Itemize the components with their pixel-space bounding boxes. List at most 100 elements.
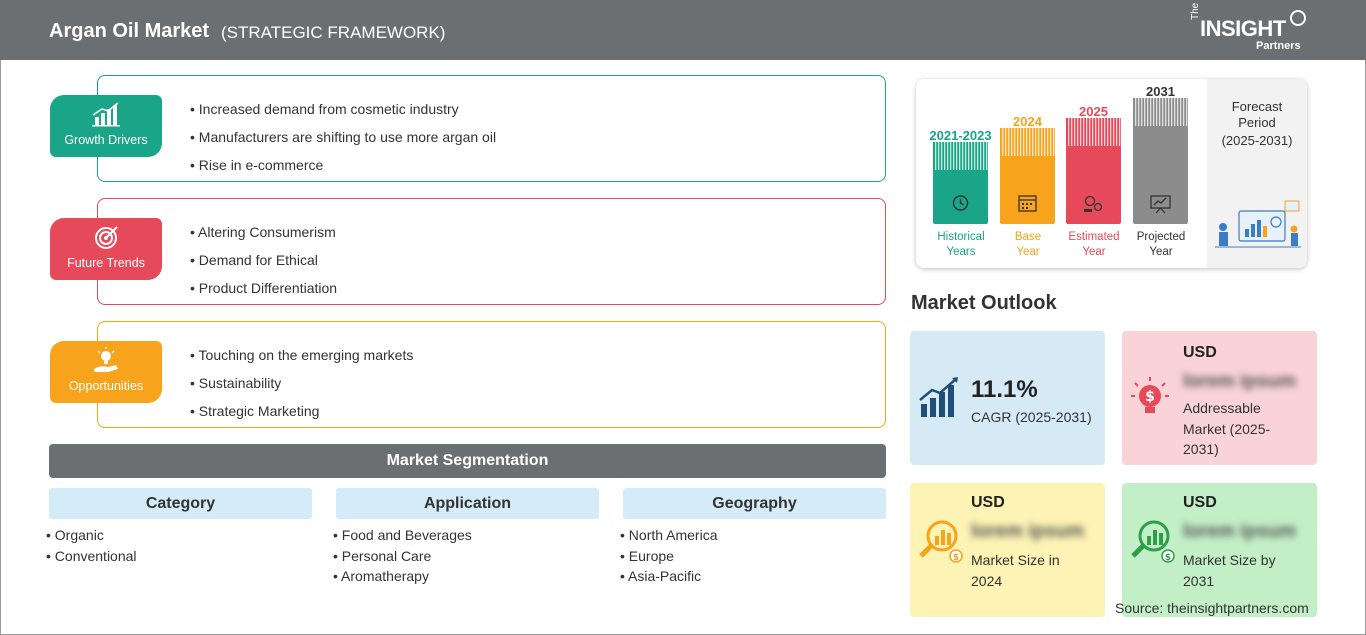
growth-drivers-box: Increased demand from cosmetic industry … xyxy=(97,75,886,182)
market-outlook-title: Market Outlook xyxy=(911,292,1057,314)
list-item: Personal Care xyxy=(333,546,472,567)
segment-heading-application: Application xyxy=(336,488,599,519)
opportunities-label: Opportunities xyxy=(68,379,144,393)
future-trends-box: Altering Consumerism Demand for Ethical … xyxy=(97,198,886,305)
growth-chart-icon xyxy=(919,377,958,417)
source-credit[interactable]: Source: theinsightpartners.com xyxy=(1115,600,1309,616)
segment-heading-geography: Geography xyxy=(623,488,886,519)
opportunities-box: Touching on the emerging markets Sustain… xyxy=(97,321,886,428)
timeline-year: 2031 xyxy=(1146,84,1175,99)
cagr-label: CAGR (2025-2031) xyxy=(971,409,1092,425)
timeline-label-line2: Year xyxy=(1016,246,1040,258)
svg-text:$: $ xyxy=(953,553,959,563)
target-icon xyxy=(95,226,118,249)
size2024-label: Market Size in 2024 xyxy=(971,550,1060,591)
addressable-value: lorem ipsum xyxy=(1183,371,1296,392)
forecast-title-line1: Forecast xyxy=(1231,99,1283,114)
list-item: Strategic Marketing xyxy=(190,397,413,425)
lightbulb-hand-icon xyxy=(94,347,118,372)
size2031-label: Market Size by 2031 xyxy=(1183,550,1276,591)
forecast-period-years: (2025-2031) xyxy=(1221,133,1293,148)
timeline-year: 2024 xyxy=(1013,114,1042,129)
list-item: Altering Consumerism xyxy=(190,218,337,246)
list-item: Food and Beverages xyxy=(333,525,472,546)
list-item: Manufacturers are shifting to use more a… xyxy=(190,123,496,151)
addressable-label-line1: Addressable xyxy=(1183,400,1261,416)
market-size-2031-card: $ USD lorem ipsum Market Size by 2031 xyxy=(1122,483,1317,617)
opportunities-badge: Opportunities xyxy=(50,341,162,403)
magnifier-chart-icon: $ xyxy=(1131,520,1175,563)
timeline-label-line1: Base xyxy=(1014,231,1042,243)
timeline-year: 2025 xyxy=(1079,104,1108,119)
forecast-period-title: Forecast Period xyxy=(1207,99,1307,131)
forecast-period-panel: Forecast Period (2025-2031) xyxy=(1207,79,1307,268)
list-item: Sustainability xyxy=(190,369,413,397)
size2024-usd: USD xyxy=(971,494,1005,511)
size2024-label-line1: Market Size in xyxy=(971,552,1060,568)
calendar-icon xyxy=(1018,195,1037,212)
timeline-label-line2: Year xyxy=(1149,246,1173,258)
list-item: Rise in e-commerce xyxy=(190,151,496,179)
analytics-people-icon xyxy=(1215,200,1301,248)
svg-text:$: $ xyxy=(1165,553,1171,563)
growth-drivers-label: Growth Drivers xyxy=(64,133,148,147)
cagr-card: 11.1% CAGR (2025-2031) xyxy=(910,331,1105,465)
presentation-chart-icon xyxy=(1150,195,1171,214)
addressable-market-card: $ USD lorem ipsum Addressable Market (20… xyxy=(1122,331,1317,465)
timeline-year: 2021-2023 xyxy=(929,128,992,143)
list-item: North America xyxy=(620,525,718,546)
market-segmentation-header: Market Segmentation xyxy=(49,444,886,478)
addressable-usd: USD xyxy=(1183,344,1217,361)
list-item: Increased demand from cosmetic industry xyxy=(190,95,496,123)
bar-chart-up-icon xyxy=(92,102,120,127)
segment-list-geography: North America Europe Asia-Pacific xyxy=(620,525,718,587)
logo-partners-text: Partners xyxy=(1256,40,1301,52)
logo-brand-text: INSIGHT xyxy=(1200,16,1286,41)
market-size-2024-card: $ USD lorem ipsum Market Size in 2024 xyxy=(910,483,1105,617)
header-bar: Argan Oil Market (STRATEGIC FRAMEWORK) T… xyxy=(0,0,1366,60)
svg-text:$: $ xyxy=(1145,389,1155,405)
page-title: Argan Oil Market xyxy=(49,20,210,42)
timeline-label-line2: Year xyxy=(1082,246,1106,258)
gears-icon xyxy=(1084,195,1103,212)
timeline-bar xyxy=(1133,98,1188,224)
cagr-value: 11.1% xyxy=(971,376,1038,403)
timeline-label-line1: Historical xyxy=(937,231,985,243)
future-trends-list: Altering Consumerism Demand for Ethical … xyxy=(190,218,337,302)
addressable-label: Addressable Market (2025- 2031) xyxy=(1183,398,1270,460)
size2031-label-line2: 2031 xyxy=(1183,572,1215,589)
insight-partners-logo[interactable]: The INSIGHT Partners xyxy=(1190,3,1310,54)
addressable-label-line2: Market (2025- xyxy=(1183,420,1271,437)
list-item: Conventional xyxy=(46,546,137,567)
forecast-title-line2: Period xyxy=(1238,115,1276,130)
opportunities-list: Touching on the emerging markets Sustain… xyxy=(190,341,414,425)
growth-drivers-badge: Growth Drivers xyxy=(50,95,162,157)
size2031-usd: USD xyxy=(1183,494,1217,511)
addressable-label-line3: 2031) xyxy=(1183,441,1219,457)
timeline-label-line2: Years xyxy=(946,246,976,258)
list-item: Asia-Pacific xyxy=(620,566,718,587)
list-item: Aromatherapy xyxy=(333,566,472,587)
timeline-bar xyxy=(1066,118,1121,224)
future-trends-badge: Future Trends xyxy=(50,218,162,280)
magnifier-chart-icon: $ xyxy=(919,520,963,563)
timeline-label-line1: Estimated xyxy=(1068,231,1120,243)
list-item: Touching on the emerging markets xyxy=(190,341,414,369)
growth-drivers-list: Increased demand from cosmetic industry … xyxy=(190,95,496,179)
clock-history-icon xyxy=(952,195,969,211)
timeline-bar xyxy=(933,142,988,224)
timeline-label-line1: Projected xyxy=(1136,231,1186,243)
lightbulb-dollar-icon: $ xyxy=(1131,377,1169,413)
future-trends-label: Future Trends xyxy=(67,256,145,270)
list-item: Demand for Ethical xyxy=(190,246,337,274)
logo-ring-icon xyxy=(1290,10,1306,26)
size2024-label-line2: 2024 xyxy=(971,572,1003,589)
list-item: Product Differentiation xyxy=(190,274,337,302)
segment-list-category: Organic Conventional xyxy=(46,525,137,566)
list-item: Organic xyxy=(46,525,137,546)
size2031-label-line1: Market Size by xyxy=(1183,552,1276,568)
